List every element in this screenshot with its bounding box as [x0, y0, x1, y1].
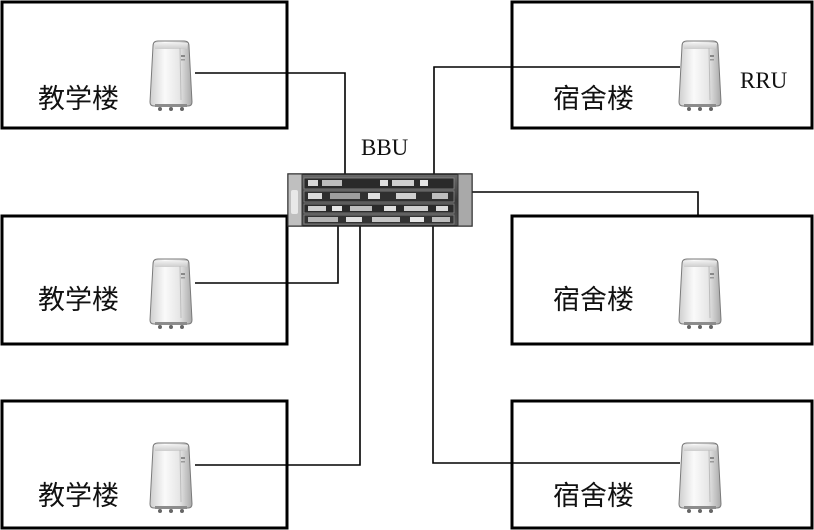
- rru-unit-icon: [149, 258, 193, 330]
- bbu-label: BBU: [361, 135, 409, 160]
- rru-unit-icon: [678, 40, 722, 112]
- link-dorm-3: [432, 226, 680, 464]
- building-box-dorm-2: [510, 214, 814, 346]
- building-label-dorm-1: 宿舍楼: [553, 84, 634, 115]
- rru-unit-icon: [678, 442, 722, 514]
- connection-lines: [195, 66, 699, 466]
- link-dorm-1: [433, 66, 680, 176]
- rru-unit-icon: [678, 258, 722, 330]
- rru-unit-icon: [149, 40, 193, 112]
- rru-unit-icon: [149, 442, 193, 514]
- link-teaching-1: [195, 72, 346, 176]
- building-label-dorm-2: 宿舍楼: [553, 285, 634, 316]
- rru-label: RRU: [740, 68, 788, 93]
- link-teaching-2: [195, 226, 339, 284]
- link-teaching-3: [195, 226, 361, 466]
- building-box-dorm-3: [510, 399, 814, 530]
- building-label-teaching-2: 教学楼: [38, 285, 119, 316]
- building-box-teaching-1: [0, 0, 289, 130]
- building-label-teaching-1: 教学楼: [38, 84, 119, 115]
- link-dorm-2: [470, 191, 699, 216]
- building-box-teaching-2: [0, 214, 289, 346]
- building-label-dorm-3: 宿舍楼: [553, 481, 634, 512]
- bbu-chassis-icon: [287, 173, 473, 227]
- building-label-teaching-3: 教学楼: [38, 481, 119, 512]
- building-box-dorm-1: [510, 0, 814, 130]
